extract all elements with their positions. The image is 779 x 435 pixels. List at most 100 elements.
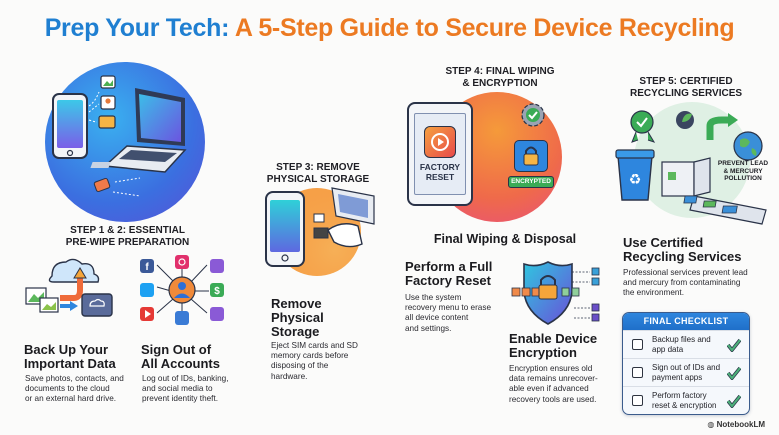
body-line: the environment.	[623, 288, 684, 298]
notebooklm-watermark: ◍ NotebookLM	[707, 420, 765, 429]
notebooklm-logo-icon: ◍	[707, 420, 715, 429]
certified-recycling-description: Professional services prevent lead and m…	[623, 268, 773, 299]
body-line: recovery tools are used.	[509, 394, 597, 404]
factory-reset-app-icon	[424, 126, 456, 158]
phone-sim-card-icon	[262, 186, 377, 276]
heading-line: Recycling Services	[623, 249, 742, 264]
body-line: Use the system	[405, 293, 462, 302]
heading-line: Sign Out of	[141, 342, 212, 357]
step-5-label: STEP 5: CERTIFIED RECYCLING SERVICES	[626, 76, 746, 100]
step-label-line: STEP 3: REMOVE	[276, 162, 360, 173]
step-label-line: STEP 5: CERTIFIED	[639, 76, 733, 87]
brand-label: NotebookLM	[716, 420, 765, 429]
tablet-frame: FACTORY RESET	[407, 102, 473, 206]
checkbox[interactable]	[632, 367, 643, 378]
gear-check-icon	[520, 102, 546, 128]
checklist-line: Sign out of IDs and	[652, 363, 721, 372]
factory-reset-heading: Perform a Full Factory Reset	[405, 260, 525, 288]
remove-storage-heading: Remove Physical Storage	[271, 297, 371, 339]
check-mark-icon	[727, 366, 741, 380]
backup-heading: Back Up Your Important Data	[24, 343, 144, 371]
final-checklist: FINAL CHECKLIST Backup files and app dat…	[622, 312, 750, 415]
body-line: all device content	[405, 313, 469, 323]
checkbox[interactable]	[632, 395, 643, 406]
callout-line: PREVENT LEAD	[717, 160, 769, 167]
tablet-factory-reset-icon: FACTORY RESET ENCRYPTED	[407, 92, 562, 222]
check-mark-icon	[727, 338, 741, 352]
heading-line: Use Certified	[623, 235, 704, 250]
checklist-item[interactable]: Perform factory reset & encryption	[623, 386, 749, 414]
body-line: documents to the cloud	[25, 384, 110, 394]
checklist-line: reset & encryption	[652, 400, 717, 410]
encryption-description: Encryption ensures old data remains unre…	[509, 364, 614, 405]
accounts-network-icon: f $	[135, 255, 230, 327]
checklist-item-label: Perform factory reset & encryption	[652, 391, 722, 410]
body-line: Encryption ensures old	[509, 364, 593, 373]
checklist-line: payment apps	[652, 372, 703, 382]
checklist-item[interactable]: Sign out of IDs and payment apps	[623, 358, 749, 386]
svg-text:f: f	[145, 262, 149, 273]
body-line: and settings.	[405, 323, 452, 333]
signout-description: Log out of IDs, banking, and social medi…	[142, 374, 252, 405]
checkbox[interactable]	[632, 339, 643, 350]
checklist-line: Perform factory	[652, 391, 707, 400]
heading-line: Factory Reset	[405, 273, 491, 288]
step-label-line: PHYSICAL STORAGE	[266, 174, 370, 185]
factory-reset-label: FACTORY RESET	[409, 162, 471, 182]
lock-icon	[514, 140, 548, 172]
body-line: prevent identity theft.	[142, 394, 219, 404]
body-line: or an external hard drive.	[25, 394, 117, 404]
checklist-item-label: Backup files and app data	[652, 335, 722, 354]
certified-recycling-heading: Use Certified Recycling Services	[623, 236, 773, 264]
callout-line: & MERCURY	[723, 167, 763, 175]
heading-line: Back Up Your	[24, 342, 109, 357]
check-mark-icon	[727, 394, 741, 408]
heading-line: Storage	[271, 324, 320, 339]
body-line: hardware.	[271, 371, 308, 381]
heading-line: Encryption	[509, 345, 577, 360]
encrypted-badge: ENCRYPTED	[508, 176, 554, 188]
body-line: recovery menu to erase	[405, 303, 492, 313]
checklist-item[interactable]: Backup files and app data	[623, 330, 749, 358]
body-line: data remains unrecover-	[509, 374, 598, 384]
checklist-line: Backup files and	[652, 335, 711, 344]
body-line: Save photos, contacts, and	[25, 374, 124, 383]
cloud-backup-icon	[22, 254, 117, 319]
heading-line: Perform a Full	[405, 259, 493, 274]
step-label-line: RECYCLING SERVICES	[629, 88, 743, 99]
phone-laptop-transfer-icon	[45, 62, 205, 222]
heading-line: Important Data	[24, 356, 116, 371]
body-line: Professional services prevent lead	[623, 268, 748, 277]
step-label-line: STEP 1 & 2: ESSENTIAL	[70, 225, 185, 236]
body-line: memory cards before	[271, 351, 349, 361]
step-label-line: STEP 4: FINAL WIPING	[445, 66, 555, 77]
checklist-title: FINAL CHECKLIST	[623, 313, 749, 330]
heading-line: Physical	[271, 310, 324, 325]
backup-description: Save photos, contacts, and documents to …	[25, 374, 135, 405]
title-part-1: Prep Your Tech:	[44, 14, 230, 42]
svg-text:$: $	[214, 286, 220, 297]
heading-line: Enable Device	[509, 331, 598, 346]
recycling-conveyor-icon: ♻ PREVENT LEAD & MERCURY POLLUTION	[612, 100, 772, 228]
shield-lock-icon	[508, 258, 603, 328]
page-title: Prep Your Tech: A 5-Step Guide to Secure…	[0, 14, 779, 43]
factory-reset-description: Use the system recovery menu to erase al…	[405, 293, 505, 334]
body-line: and mercury from contaminating	[623, 278, 741, 288]
body-line: Log out of IDs, banking,	[142, 374, 229, 383]
step-1-2-label: STEP 1 & 2: ESSENTIAL PRE-WIPE PREPARATI…	[40, 225, 215, 249]
signout-heading: Sign Out of All Accounts	[141, 343, 251, 371]
checklist-line: app data	[652, 344, 684, 354]
remove-storage-description: Eject SIM cards and SD memory cards befo…	[271, 341, 371, 382]
checklist-item-label: Sign out of IDs and payment apps	[652, 363, 722, 382]
tablet-text: RESET	[425, 172, 455, 182]
heading-line: All Accounts	[141, 356, 220, 371]
title-part-2: A 5-Step Guide to Secure Device Recyclin…	[234, 14, 735, 42]
final-wiping-heading: Final Wiping & Disposal	[433, 232, 577, 246]
step-label-line: PRE-WIPE PREPARATION	[65, 237, 190, 248]
body-line: Eject SIM cards and SD	[271, 341, 358, 350]
step-3-label: STEP 3: REMOVE PHYSICAL STORAGE	[262, 162, 374, 186]
body-line: disposing of the	[271, 361, 329, 371]
body-line: and social media to	[142, 384, 213, 394]
tablet-text: FACTORY	[419, 162, 461, 172]
step-4-label: STEP 4: FINAL WIPING & ENCRYPTION	[430, 66, 570, 90]
